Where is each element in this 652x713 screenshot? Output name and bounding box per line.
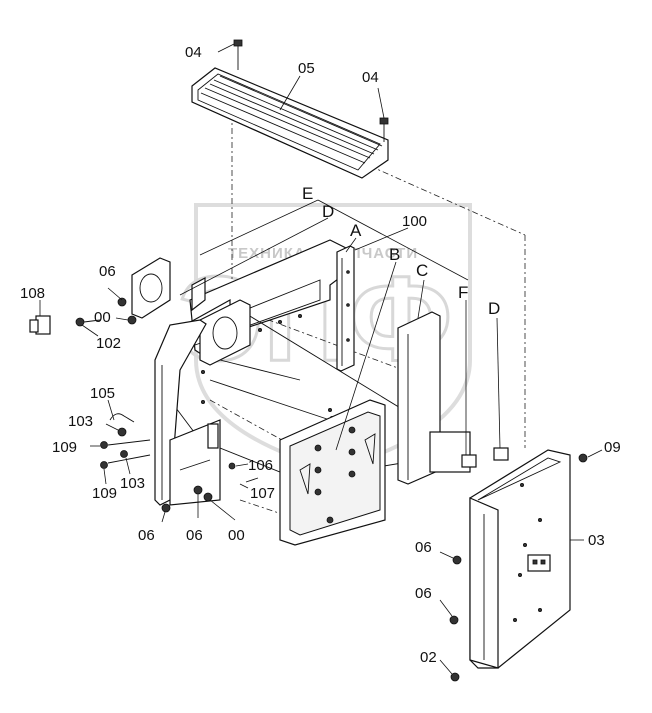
callout-109-lower: 109 [92,485,117,502]
callout-02: 02 [420,649,437,666]
callout-d-top: D [322,202,334,221]
duct-with-hole [199,299,251,366]
callout-06-bottom-mid: 06 [186,527,203,544]
callout-06-bottom-left: 06 [138,527,155,544]
duct-flange [131,257,171,319]
callout-05: 05 [298,60,315,77]
callout-00-bottom: 00 [228,527,245,544]
hardware [29,297,588,682]
callout-c: C [416,261,428,280]
callout-103-upper: 103 [68,413,93,430]
bolt-04-left [233,39,243,70]
top-grille-cover [191,67,389,179]
panel-a-strip [336,245,355,372]
callout-106: 106 [248,457,273,474]
callout-103-lower: 103 [120,475,145,492]
callout-09: 09 [604,439,621,456]
callout-b: B [389,245,400,264]
callouts: 04 05 04 E D 100 A B C F D 06 108 00 102… [20,44,621,666]
callout-100: 100 [402,213,427,230]
callout-102: 102 [96,335,121,352]
callout-d-right: D [488,299,500,318]
leader-lines [39,43,603,675]
callout-06-right-upper: 06 [415,539,432,556]
callout-109-upper: 109 [52,439,77,456]
left-bracket-arm [154,319,221,506]
callout-a: A [350,221,362,240]
callout-107: 107 [250,485,275,502]
callout-e: E [302,184,313,203]
callout-03: 03 [588,532,605,549]
callout-04-left: 04 [185,44,202,61]
callout-f: F [458,283,468,302]
callout-105: 105 [90,385,115,402]
callout-108: 108 [20,285,45,302]
callout-04-right: 04 [362,69,379,86]
callout-06-right-lower: 06 [415,585,432,602]
panel-c [397,311,471,485]
callout-00-upper: 00 [94,309,111,326]
pads-f-d [461,447,509,468]
callout-06-upper: 06 [99,263,116,280]
panel-b [279,399,386,546]
right-side-panel [469,449,571,669]
